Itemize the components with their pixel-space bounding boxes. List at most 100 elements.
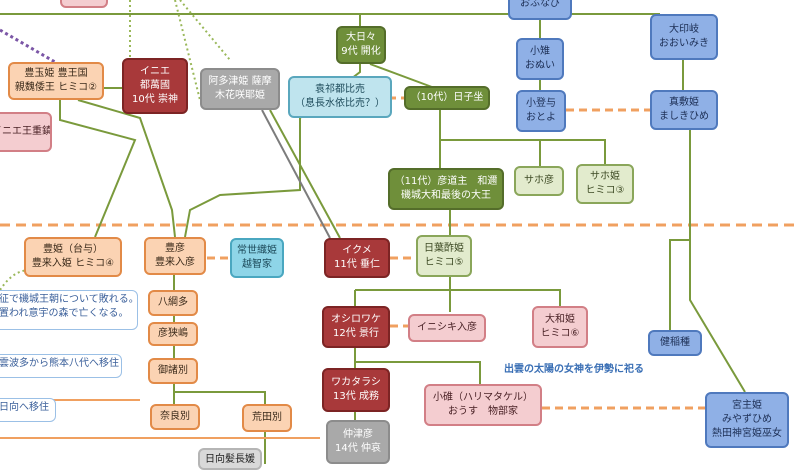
node-yamatohime-line2: ヒミコ⑥ bbox=[540, 328, 580, 339]
node-toyohiko[interactable]: 豊彦 豊来入彦 bbox=[144, 237, 206, 275]
node-ootoyo-line2: おとよ bbox=[526, 112, 556, 123]
node-hikomichi[interactable]: （11代）彦道主 和邇 磯城大和最後の大王 bbox=[388, 168, 504, 210]
node-toyohime-line1: 豊姫（台与） bbox=[43, 244, 103, 255]
node-hikozai[interactable]: （10代）日子坐 bbox=[404, 86, 490, 110]
node-yamatohime-line1: 大和姫 bbox=[545, 314, 575, 325]
node-konagi-line2: おぬい bbox=[525, 60, 555, 71]
node-toyohiko-line1: 豊彦 bbox=[165, 243, 185, 254]
node-ootoyo-line1: 小登与 bbox=[526, 98, 556, 109]
node-daiinnmi-line1: 大印岐 bbox=[669, 24, 699, 35]
node-wakatarashi-line1: ワカタラシ bbox=[331, 377, 381, 388]
node-hikosashima-line1: 彦狭嶋 bbox=[158, 328, 188, 339]
node-daiinnmi[interactable]: 大印岐 おおいみき bbox=[650, 14, 718, 60]
node-hikosashima[interactable]: 彦狭嶋 bbox=[148, 322, 198, 346]
node-iniye-line1: イニエ bbox=[140, 66, 170, 77]
node-mimorowake[interactable]: 御諸別 bbox=[148, 358, 198, 384]
node-oshirowake[interactable]: オシロワケ 12代 景行 bbox=[322, 306, 390, 348]
node-miyazu-line3: 熱田神宮姫巫女 bbox=[712, 428, 782, 439]
node-toyohime-line2: 豊来入姫 ヒミコ④ bbox=[31, 258, 115, 269]
node-hahohime-line2: （息長水依比売？） bbox=[295, 98, 385, 109]
node-sahohime-line1: サホ姫 bbox=[590, 171, 620, 182]
node-nakatsuhiko-line2: 14代 仲哀 bbox=[335, 443, 381, 454]
node-top-partial[interactable] bbox=[60, 0, 108, 8]
node-masokihime[interactable]: 真敷姫 ましきひめ bbox=[650, 90, 718, 130]
node-ikume[interactable]: イクメ 11代 垂仁 bbox=[324, 238, 390, 278]
node-ohohi-line2: 9代 開化 bbox=[341, 46, 381, 57]
node-iniye[interactable]: イニエ 都萬國 10代 崇神 bbox=[122, 58, 188, 114]
note-himuka-text: 日向へ移住 bbox=[0, 402, 49, 413]
node-nakatsuhiko-line1: 仲津彦 bbox=[343, 429, 373, 440]
node-toyotama[interactable]: 豊玉姫 豊王国 親魏倭王 ヒミコ② bbox=[8, 62, 104, 100]
node-wakatarashi[interactable]: ワカタラシ 13代 成務 bbox=[322, 368, 390, 412]
note-kumamoto: 雲波多から熊本八代へ移住 bbox=[0, 354, 122, 378]
node-ohohi-line1: 大日々 bbox=[346, 32, 376, 43]
node-toyotama-line1: 豊玉姫 豊王国 bbox=[24, 68, 88, 79]
node-miyazu[interactable]: 宮主姫 みやずひめ 熱田神宮姫巫女 bbox=[705, 392, 789, 448]
node-kogoshi-line2: おうす 物部家 bbox=[448, 406, 518, 417]
node-kenaho-line1: 健稲種 bbox=[660, 337, 690, 348]
node-toyotama-line2: 親魏倭王 ヒミコ② bbox=[14, 82, 98, 93]
node-tokoyohime-line1: 常世織姫 bbox=[237, 245, 277, 256]
node-atatsuhime-line1: 阿多津姫 薩摩 bbox=[208, 76, 272, 87]
node-hachiamita[interactable]: 八綱多 bbox=[148, 290, 198, 316]
node-himuka-line1: 日向髪長媛 bbox=[205, 454, 255, 465]
node-arata-line1: 荒田別 bbox=[252, 412, 282, 423]
node-konagi-line1: 小雉 bbox=[530, 46, 550, 57]
node-hikozai-line1: （10代）日子坐 bbox=[410, 92, 484, 103]
node-atatsuhime[interactable]: 阿多津姫 薩摩 木花咲耶姫 bbox=[200, 68, 280, 110]
node-hikomichi-line2: 磯城大和最後の大王 bbox=[401, 190, 491, 201]
caption-amaterasu: 出雲の太陽の女神を伊勢に祀る bbox=[504, 364, 644, 375]
note-defeat: 征で磯城王朝について敗れる。 置われ意宇の森で亡くなる。 bbox=[0, 290, 138, 330]
node-inishiki[interactable]: イニシキ入彦 bbox=[408, 314, 486, 342]
node-atatsuhime-line2: 木花咲耶姫 bbox=[215, 90, 265, 101]
node-wakatarashi-line2: 13代 成務 bbox=[333, 391, 379, 402]
node-oshirowake-line1: オシロワケ bbox=[331, 314, 381, 325]
node-masokihime-line2: ましきひめ bbox=[659, 111, 709, 122]
node-sahohiko[interactable]: サホ彦 bbox=[514, 166, 564, 196]
node-kenaho[interactable]: 健稲種 bbox=[648, 330, 702, 356]
node-iniye-line3: 10代 崇神 bbox=[132, 94, 178, 105]
node-kogoshi[interactable]: 小碓（ハリマタケル） おうす 物部家 bbox=[424, 384, 542, 426]
node-kogoshi-line1: 小碓（ハリマタケル） bbox=[433, 392, 533, 403]
note-himuka: 日向へ移住 bbox=[0, 398, 56, 422]
node-himuka[interactable]: 日向髪長媛 bbox=[198, 448, 262, 470]
node-masokihime-line1: 真敷姫 bbox=[669, 97, 699, 108]
node-konagi[interactable]: 小雉 おぬい bbox=[516, 38, 564, 80]
node-inishiki-line1: イニシキ入彦 bbox=[417, 322, 477, 333]
node-iniye-line2: 都萬國 bbox=[140, 80, 170, 91]
node-hachiamita-line1: 八綱多 bbox=[158, 297, 188, 308]
node-hahohime[interactable]: 袁祁都比売 （息長水依比売？） bbox=[288, 76, 392, 118]
node-toyohiko-line2: 豊来入彦 bbox=[155, 257, 195, 268]
node-hikomichi-line1: （11代）彦道主 和邇 bbox=[394, 176, 498, 187]
node-miyazu-line1: 宮主姫 bbox=[732, 400, 762, 411]
node-hibasu-line1: 日葉酢姫 bbox=[424, 243, 464, 254]
node-narawake[interactable]: 奈良別 bbox=[150, 404, 200, 430]
node-miyazu-line2: みやずひめ bbox=[722, 414, 772, 425]
node-daiinnmi-line2: おおいみき bbox=[659, 38, 709, 49]
node-inie-left-line1: イニエ王重鎮 bbox=[0, 126, 52, 137]
node-yamatohime[interactable]: 大和姫 ヒミコ⑥ bbox=[532, 306, 588, 348]
node-oshirowake-line2: 12代 景行 bbox=[333, 328, 379, 339]
note-kumamoto-text: 雲波多から熊本八代へ移住 bbox=[0, 358, 119, 369]
node-inie-left[interactable]: イニエ王重鎮 bbox=[0, 112, 52, 152]
node-sahohime-line2: ヒミコ③ bbox=[585, 185, 625, 196]
node-ikume-line1: イクメ bbox=[342, 245, 372, 256]
node-ootoyo[interactable]: 小登与 おとよ bbox=[516, 90, 566, 132]
node-arata[interactable]: 荒田別 bbox=[242, 404, 292, 432]
node-hibasu[interactable]: 日葉酢姫 ヒミコ⑤ bbox=[416, 235, 472, 277]
node-tokoyohime-line2: 越智家 bbox=[242, 259, 272, 270]
node-nakatsuhiko[interactable]: 仲津彦 14代 仲哀 bbox=[326, 420, 390, 464]
node-ikume-line2: 11代 垂仁 bbox=[334, 259, 380, 270]
node-ohohi[interactable]: 大日々 9代 開化 bbox=[336, 26, 386, 64]
node-toyohime[interactable]: 豊姫（台与） 豊来入姫 ヒミコ④ bbox=[24, 237, 122, 277]
node-mimorowake-line1: 御諸別 bbox=[158, 365, 188, 376]
node-tokoyohime[interactable]: 常世織姫 越智家 bbox=[230, 238, 284, 278]
note-defeat-line2: 置われ意宇の森で亡くなる。 bbox=[0, 308, 129, 319]
node-oofunabi-line1: おふなび bbox=[520, 0, 560, 9]
node-sahohiko-line1: サホ彦 bbox=[524, 175, 554, 186]
node-sahohime[interactable]: サホ姫 ヒミコ③ bbox=[576, 164, 634, 204]
node-oofunabi[interactable]: おふなび bbox=[508, 0, 572, 20]
note-defeat-line1: 征で磯城王朝について敗れる。 bbox=[0, 294, 138, 305]
node-hibasu-line2: ヒミコ⑤ bbox=[424, 257, 464, 268]
